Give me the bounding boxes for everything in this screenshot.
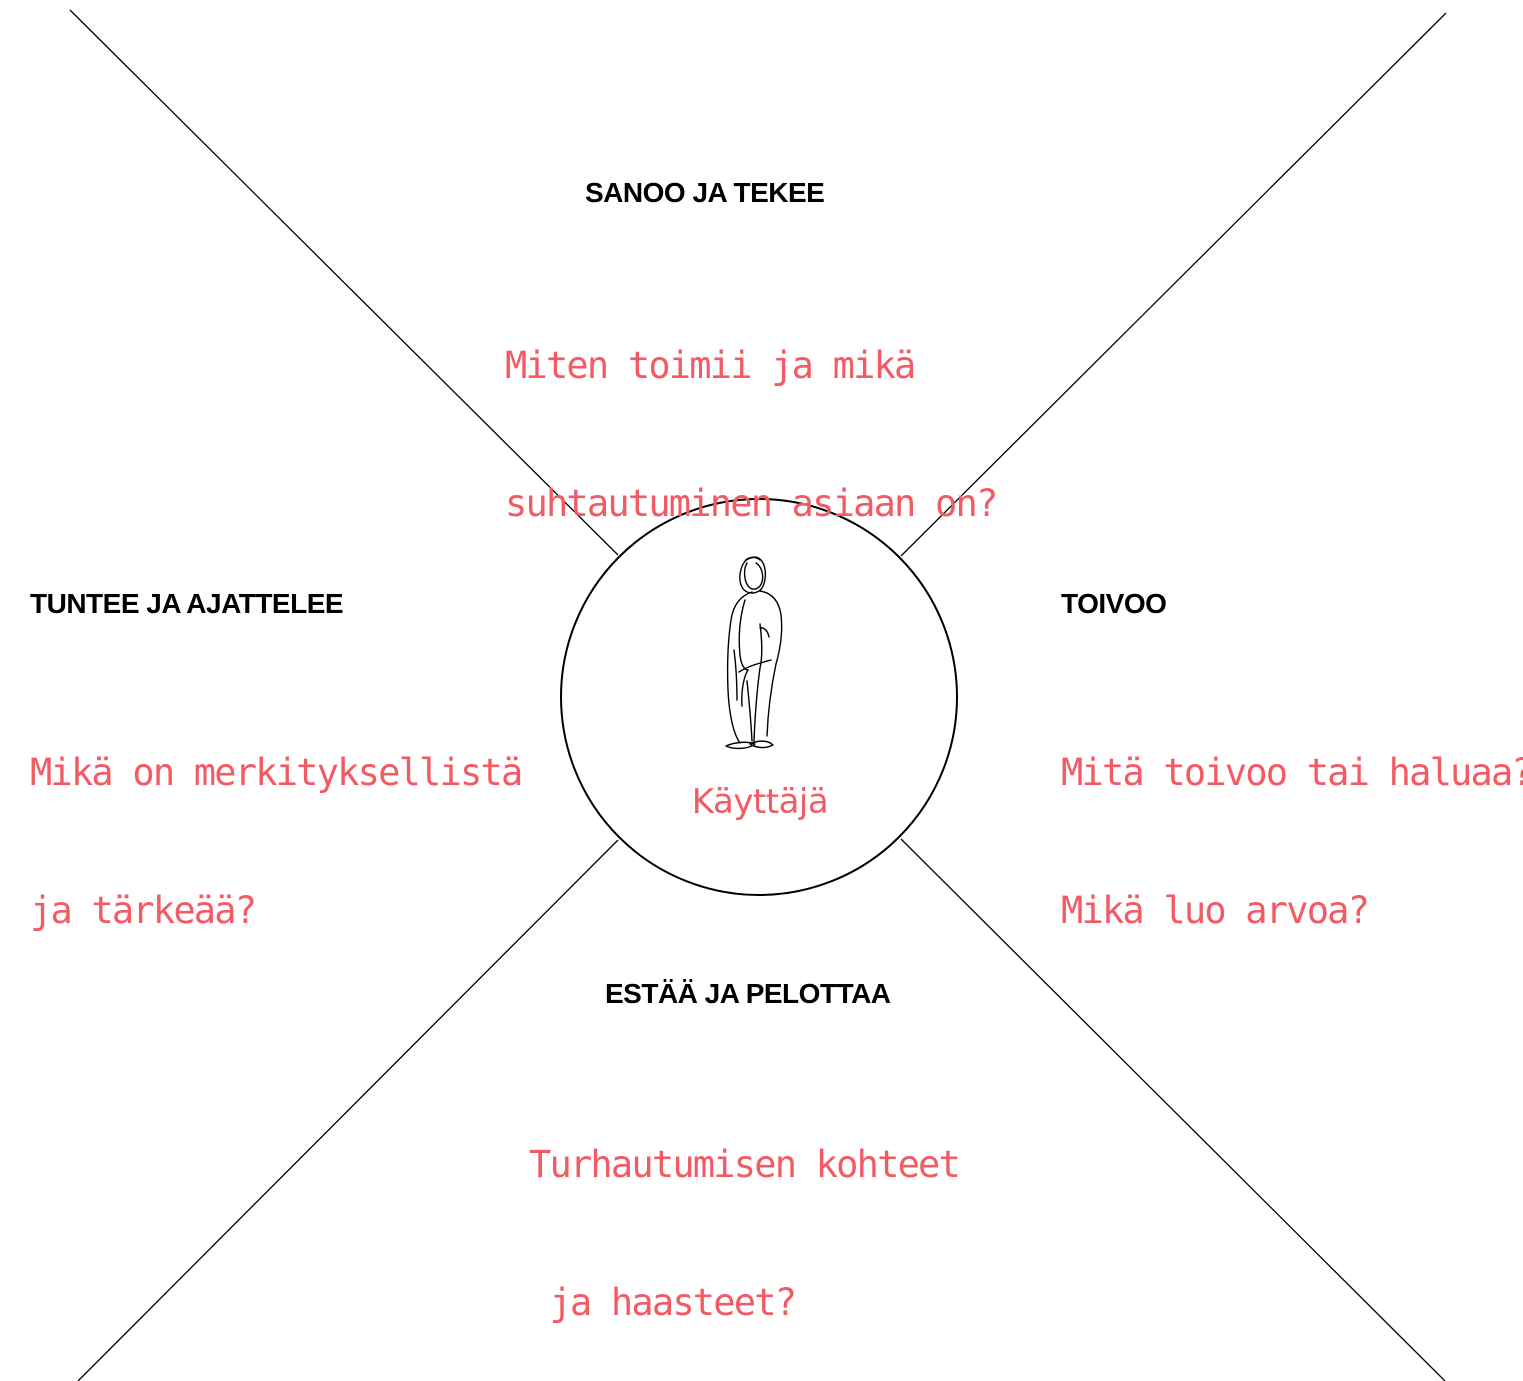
prompt-line: Miten toimii ja mikä <box>505 343 996 389</box>
prompt-line: ja tärkeää? <box>30 888 521 934</box>
quadrant-heading-left: TUNTEE JA AJATTELEE <box>30 587 343 621</box>
quadrant-prompt-left: Mikä on merkityksellistä ja tärkeää? <box>30 658 521 980</box>
quadrant-prompt-top: Miten toimii ja mikä suhtautuminen asiaa… <box>505 251 996 573</box>
prompt-line: ja haasteet? <box>529 1280 959 1326</box>
quadrant-prompt-right: Mitä toivoo tai haluaa? Mikä luo arvoa? <box>1061 658 1523 980</box>
prompt-line: Turhautumisen kohteet <box>529 1142 959 1188</box>
prompt-line: Mitä toivoo tai haluaa? <box>1061 750 1523 796</box>
prompt-line: Mikä on merkityksellistä <box>30 750 521 796</box>
quadrant-heading-bottom: ESTÄÄ JA PELOTTAA <box>605 977 891 1011</box>
quadrant-prompt-bottom: Turhautumisen kohteet ja haasteet? <box>529 1050 959 1372</box>
prompt-line: suhtautuminen asiaan on? <box>505 481 996 527</box>
center-user-label: Käyttäjä <box>610 780 910 824</box>
quadrant-heading-top: SANOO JA TEKEE <box>585 176 824 210</box>
quadrant-heading-right: TOIVOO <box>1061 587 1166 621</box>
prompt-line: Mikä luo arvoa? <box>1061 888 1523 934</box>
